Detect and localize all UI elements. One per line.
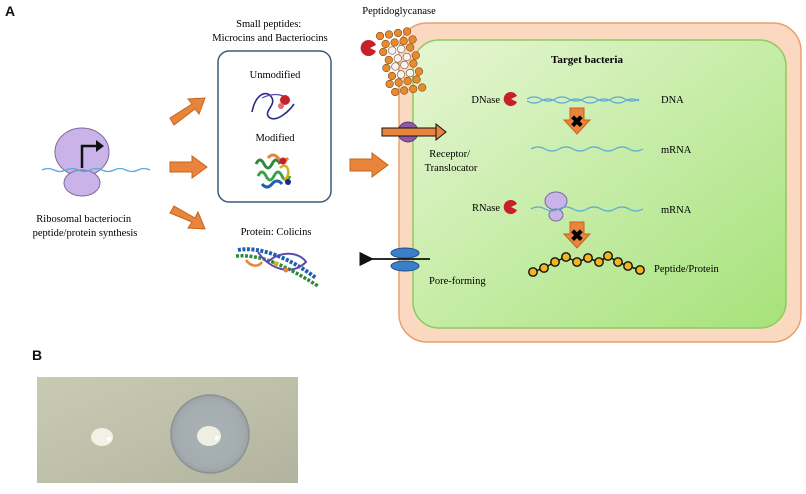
pore-channel-top (390, 247, 420, 259)
inhibition-zone-photo (37, 377, 298, 483)
peptidoglycan-mesh (375, 27, 427, 97)
modified-label: Modified (255, 133, 295, 144)
transcription-blocked-arrow (562, 107, 592, 135)
amino-acid-bead (613, 257, 623, 267)
amino-acid-bead (539, 263, 549, 273)
peptidoglycan-bead (399, 36, 408, 46)
amino-acid-bead (594, 257, 604, 267)
target-ribosome-small (548, 208, 564, 222)
mrna-strand-left (41, 167, 151, 173)
peptide-protein-label: Peptide/Protein (654, 264, 719, 275)
peptide-chain (528, 251, 645, 277)
peptidoglycan-bead (418, 83, 427, 92)
peptidoglycan-bead (396, 70, 406, 79)
peptidoglycan-bead (382, 63, 391, 73)
unmodified-label: Unmodified (250, 70, 301, 81)
synthesis-arrows (169, 97, 208, 230)
translocator-arrow (381, 122, 447, 142)
peptidoglycan-bead (393, 28, 403, 38)
peptidoglycan-bead (408, 35, 417, 44)
pore-forming-label: Pore-forming (429, 276, 486, 287)
small-peptides-box (217, 50, 332, 203)
bacteriocin-mechanism-diagram: Ribosomal bacteriocin peptide/protein sy… (33, 6, 802, 343)
peptidoglycan-bead (403, 76, 412, 86)
dna-double-strand (526, 96, 640, 104)
peptidoglycan-bead (406, 43, 415, 52)
mrna-strand-2 (530, 206, 644, 212)
amino-acid-bead (561, 252, 571, 262)
colicin-protein-structure (235, 247, 319, 288)
amino-acid-bead (623, 261, 633, 271)
small-peptides-title: Small peptides: Microcins and Bacterioci… (212, 19, 327, 44)
arrow-to-colicins (169, 205, 206, 230)
peptidoglycan-bead (400, 60, 409, 70)
peptidoglycan-bead (412, 75, 421, 84)
target-bacteria-title: Target bacteria (551, 54, 623, 66)
peptidoglycanase-enzyme-icon (360, 40, 376, 56)
peptidoglycan-bead (391, 62, 400, 71)
peptidoglycan-bead (394, 78, 403, 87)
colony-with-halo (197, 426, 221, 446)
rnase-enzyme-icon (503, 200, 517, 214)
arrow-to-target-cell (349, 152, 389, 178)
peptidoglycan-bead (384, 30, 394, 39)
peptidoglycan-bead (381, 39, 390, 49)
peptidoglycan-bead (391, 87, 400, 97)
colony-without-halo (91, 428, 113, 446)
ribosome-synthesis-group: Ribosomal bacteriocin peptide/protein sy… (33, 127, 151, 239)
rnase-label: RNase (472, 203, 500, 214)
peptidoglycan-bead (402, 52, 411, 62)
pore-channel-bottom (390, 260, 420, 272)
receptor-label: Receptor/ Translocator (425, 149, 478, 174)
peptidoglycan-bead (390, 38, 399, 47)
unmodified-peptide-structure (251, 92, 295, 120)
peptidoglycan-bead (402, 27, 412, 36)
dnase-enzyme-icon (503, 92, 517, 107)
synthesis-label: Ribosomal bacteriocin peptide/protein sy… (33, 214, 138, 239)
transcription-block-x-icon: ✖ (570, 114, 583, 131)
peptidoglycan-bead (379, 47, 388, 57)
arrow-to-unmodified (169, 97, 206, 126)
peptidoglycan-bead (375, 31, 385, 41)
peptidoglycan-bead (397, 44, 406, 54)
modified-peptide-structure (254, 153, 292, 189)
panel-a-letter: A (5, 3, 16, 19)
promoter-arrow-icon (80, 144, 98, 168)
arrow-to-modified (169, 155, 208, 179)
peptidoglycan-bead (393, 54, 402, 63)
amino-acid-bead (635, 265, 645, 275)
peptidoglycanase-label: Peptidoglycanase (362, 6, 436, 17)
mrna-label-1: mRNA (661, 145, 692, 156)
translation-blocked-arrow (562, 221, 592, 249)
peptidoglycan-bead (414, 67, 424, 76)
amino-acid-bead (583, 253, 593, 263)
peptidoglycan-bead (409, 59, 418, 68)
peptidoglycan-bead (400, 86, 409, 95)
translation-block-x-icon: ✖ (570, 228, 583, 245)
amino-acid-bead (572, 257, 582, 267)
dna-label: DNA (661, 95, 684, 106)
peptidoglycan-bead (388, 46, 397, 55)
ribosome-small-subunit (63, 169, 101, 197)
peptidoglycan-bead (405, 68, 415, 78)
amino-acid-bead (528, 267, 538, 277)
mrna-label-2: mRNA (661, 205, 692, 216)
peptidoglycan-bead (385, 79, 394, 89)
amino-acid-bead (603, 251, 613, 261)
amino-acid-bead (550, 257, 560, 267)
colicins-label: Protein: Colicins (241, 227, 312, 238)
mrna-strand-1 (530, 146, 644, 152)
peptidoglycan-bead (384, 55, 393, 65)
peptidoglycan-bead (409, 84, 418, 94)
target-cell-interior (412, 39, 787, 329)
dnase-label: DNase (471, 95, 500, 106)
peptidoglycan-bead (411, 51, 420, 60)
peptidoglycan-bead (387, 71, 397, 81)
panel-b-letter: B (32, 347, 43, 363)
